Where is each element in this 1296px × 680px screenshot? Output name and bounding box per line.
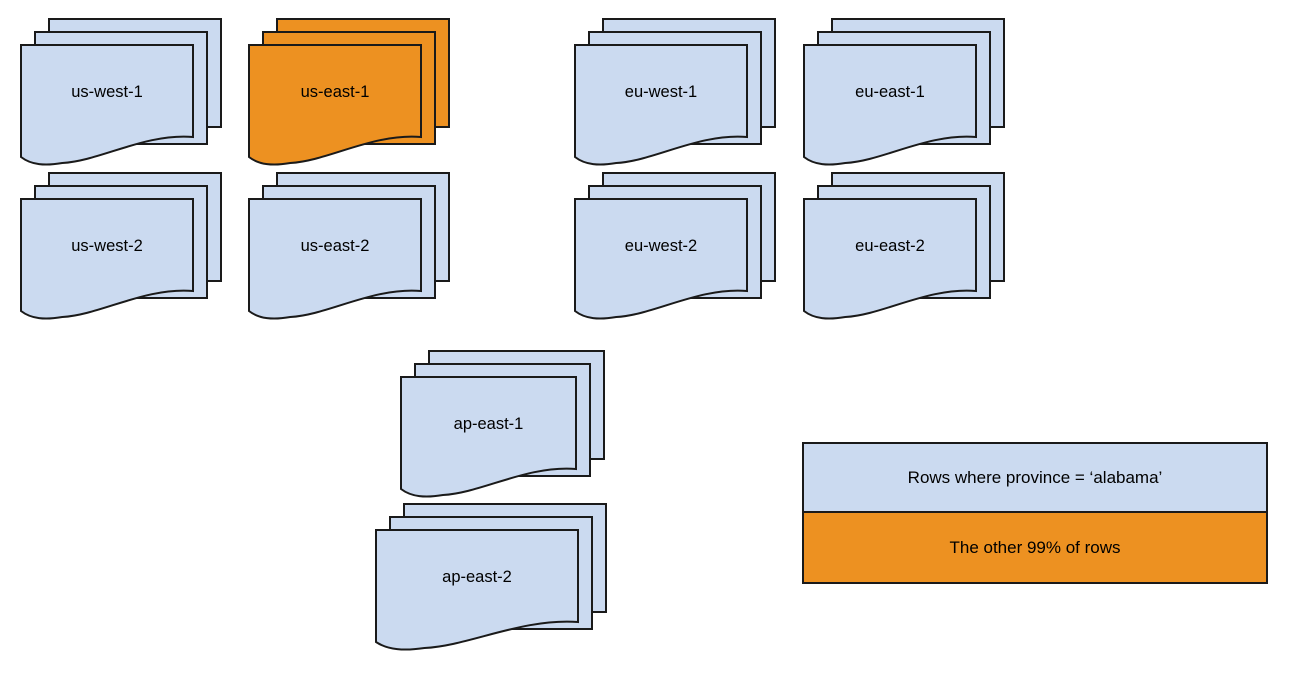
legend-row-legend-blue: Rows where province = ‘alabama’	[804, 444, 1266, 513]
region-stack-eu-west-2[interactable]: eu-west-2	[574, 172, 778, 340]
region-stack-eu-west-1[interactable]: eu-west-1	[574, 18, 778, 186]
front-sheet	[574, 44, 748, 166]
front-sheet	[574, 198, 748, 320]
legend: Rows where province = ‘alabama’ The other…	[802, 442, 1268, 584]
legend-row-legend-orange: The other 99% of rows	[804, 513, 1266, 582]
region-stack-us-east-1[interactable]: us-east-1	[248, 18, 452, 186]
legend-label-legend-blue: Rows where province = ‘alabama’	[907, 467, 1163, 487]
front-sheet	[803, 198, 977, 320]
front-sheet	[375, 529, 579, 651]
region-stack-eu-east-2[interactable]: eu-east-2	[803, 172, 1007, 340]
region-stack-us-west-2[interactable]: us-west-2	[20, 172, 224, 340]
front-sheet	[20, 198, 194, 320]
front-sheet	[248, 44, 422, 166]
front-sheet	[400, 376, 577, 498]
region-stack-eu-east-1[interactable]: eu-east-1	[803, 18, 1007, 186]
region-stack-us-east-2[interactable]: us-east-2	[248, 172, 452, 340]
region-stack-ap-east-2[interactable]: ap-east-2	[375, 503, 609, 671]
region-stack-ap-east-1[interactable]: ap-east-1	[400, 350, 607, 518]
front-sheet	[248, 198, 422, 320]
region-stack-us-west-1[interactable]: us-west-1	[20, 18, 224, 186]
front-sheet	[803, 44, 977, 166]
front-sheet	[20, 44, 194, 166]
legend-label-legend-orange: The other 99% of rows	[949, 537, 1121, 557]
